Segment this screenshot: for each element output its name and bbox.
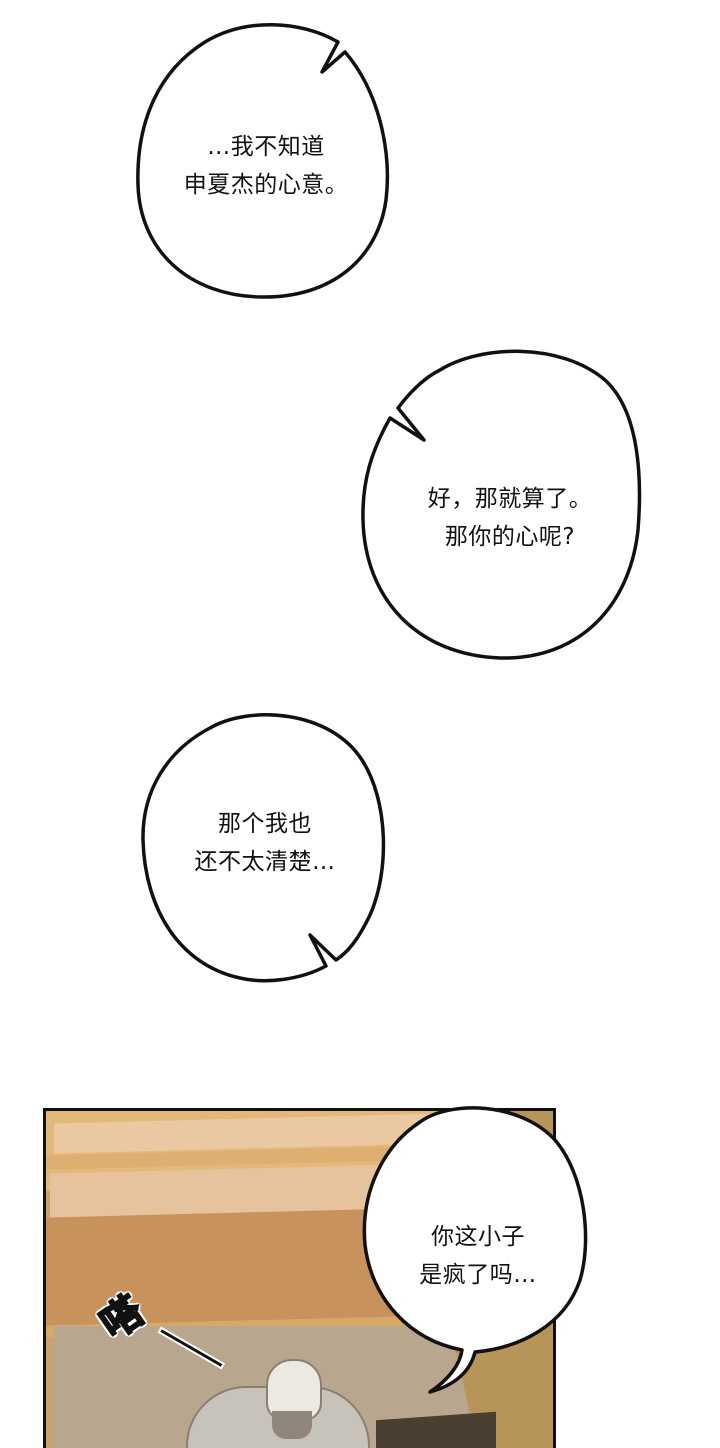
- speech-bubble-4: 你这小子 是疯了吗…: [378, 1218, 578, 1294]
- bubble-line: 那你的心呢?: [444, 524, 576, 550]
- bubble-line: 还不太清楚…: [194, 849, 336, 875]
- figure-face: [272, 1411, 312, 1439]
- bubble-line: 好，那就算了。: [427, 486, 593, 512]
- bubble-line: 是疯了吗…: [419, 1262, 537, 1288]
- speech-bubble-3: 那个我也 还不太清楚…: [160, 805, 370, 881]
- bubble-line: 那个我也: [218, 811, 312, 837]
- speech-bubble-1: …我不知道 申夏杰的心意。: [166, 128, 366, 204]
- bubble-line: 申夏杰的心意。: [183, 172, 349, 198]
- speech-bubble-2: 好，那就算了。 那你的心呢?: [400, 480, 620, 556]
- bubble-line: 你这小子: [431, 1224, 525, 1250]
- bubble-line: …我不知道: [207, 134, 325, 160]
